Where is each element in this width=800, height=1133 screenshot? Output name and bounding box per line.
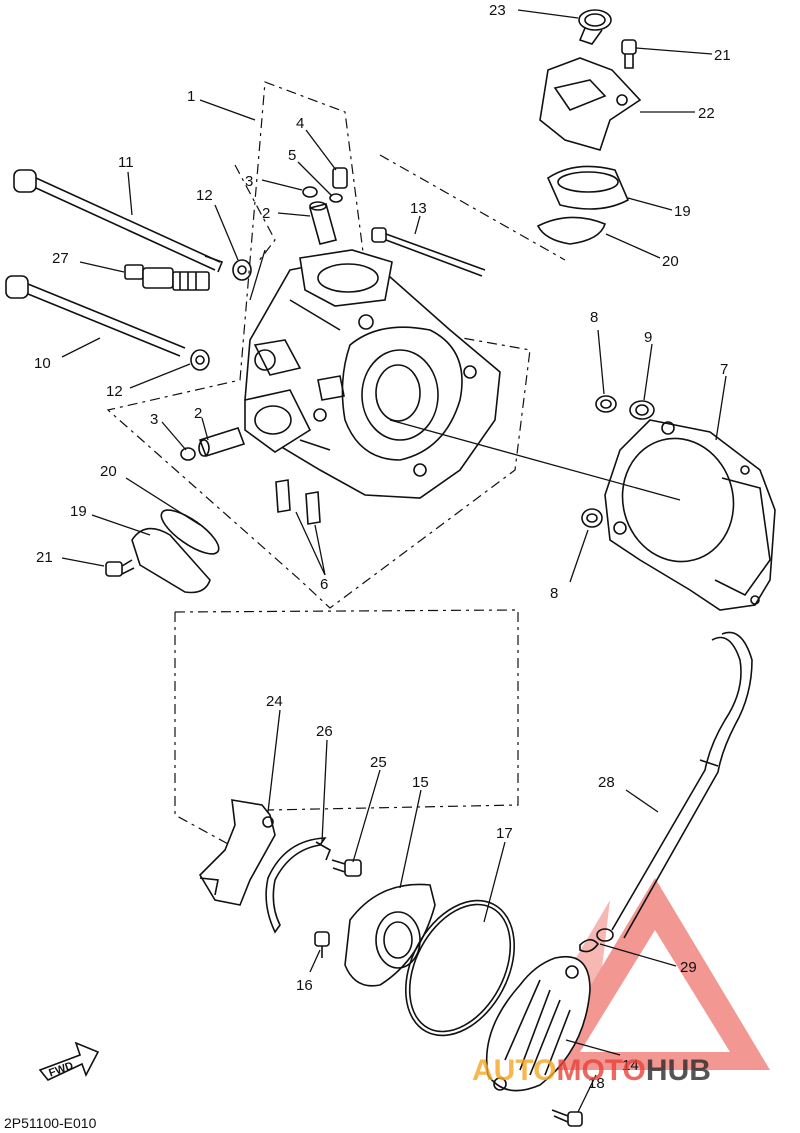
callout-23: 23 — [489, 2, 506, 19]
callout-17: 17 — [496, 825, 513, 842]
callout-4: 4 — [296, 115, 304, 132]
callout-14: 14 — [622, 1057, 639, 1074]
callout-25: 25 — [370, 754, 387, 771]
callout-8-lower: 8 — [550, 585, 558, 602]
callout-1: 1 — [187, 88, 195, 105]
callout-22: 22 — [698, 105, 715, 122]
leader-lines — [61, 9, 727, 1113]
callout-3-lower: 3 — [150, 411, 158, 428]
washer-part-12-upper — [232, 259, 252, 281]
cover-part-14 — [485, 956, 591, 1092]
cylinder-head — [244, 249, 501, 499]
dowel-part-2-upper — [309, 201, 337, 245]
hose-clamp-part-23 — [578, 9, 612, 45]
callout-12-upper: 12 — [196, 187, 213, 204]
stud-bolts-part-6 — [275, 479, 321, 525]
diagram-code: 2P51100-E010 — [4, 1115, 97, 1131]
callout-21-lower: 21 — [36, 549, 53, 566]
head-gasket-part-7 — [604, 419, 776, 611]
callout-27: 27 — [52, 250, 69, 267]
cam-cover-plate-part-15 — [344, 883, 436, 987]
callout-24: 24 — [266, 693, 283, 710]
callout-19-lower: 19 — [70, 503, 87, 520]
fwd-label: FWD — [47, 1060, 75, 1080]
callout-21-top: 21 — [714, 47, 731, 64]
dowel-pin-part-8-lower — [581, 508, 603, 528]
cover-part-19-lower — [131, 527, 211, 594]
callout-5: 5 — [288, 147, 296, 164]
callout-13: 13 — [410, 200, 427, 217]
washer-part-12-lower — [190, 349, 210, 371]
callout-8-upper: 8 — [590, 309, 598, 326]
long-bolt-part-10 — [5, 275, 186, 357]
group-boundary-lines — [106, 81, 566, 846]
clip-part-29 — [579, 928, 614, 953]
spark-plug-part-27 — [124, 264, 210, 291]
callout-28: 28 — [598, 774, 615, 791]
callout-7: 7 — [720, 361, 728, 378]
ring-part-3-upper — [302, 186, 318, 198]
breather-hose-part-28 — [611, 631, 753, 939]
watermark-logo — [540, 878, 770, 1070]
callout-12-lower: 12 — [106, 383, 123, 400]
svg-text:AUTOMOTOHUB: AUTOMOTOHUB — [472, 1054, 711, 1087]
callout-19-top: 19 — [674, 203, 691, 220]
o-ring-part-17 — [404, 899, 516, 1037]
dowel-pin-part-8-upper — [595, 395, 617, 413]
watermark-auto: AUTO — [472, 1054, 556, 1087]
callout-3-upper: 3 — [245, 173, 253, 190]
bracket-part-26 — [265, 837, 332, 934]
bolt-part-16 — [314, 931, 330, 958]
callout-26: 26 — [316, 723, 333, 740]
callout-20-top: 20 — [662, 253, 679, 270]
part-callouts: 23 21 22 19 20 1 4 5 3 2 11 12 13 27 10 … — [34, 2, 731, 1092]
cover-part-19-top — [546, 165, 630, 210]
washer-part-5 — [329, 193, 343, 203]
bolt-part-4 — [332, 167, 348, 189]
o-ring-part-9 — [629, 400, 655, 420]
callout-16: 16 — [296, 977, 313, 994]
callout-6: 6 — [320, 576, 328, 593]
bracket-part-24 — [198, 799, 276, 906]
bolt-part-13 — [371, 227, 486, 277]
callout-9: 9 — [644, 329, 652, 346]
gasket-part-20-lower — [160, 509, 220, 555]
bolt-part-21-top — [621, 39, 637, 69]
bolt-part-18 — [551, 1109, 583, 1127]
callout-29: 29 — [680, 959, 697, 976]
watermark-text: AUTOMOTOHUB — [472, 1054, 711, 1087]
long-bolt-part-11 — [13, 169, 224, 273]
callout-10: 10 — [34, 355, 51, 372]
dowel-part-2-lower — [198, 427, 246, 457]
gasket-part-20-top — [536, 216, 606, 245]
callout-11: 11 — [118, 154, 134, 171]
watermark-hub: HUB — [646, 1054, 711, 1087]
bolt-part-21-lower — [105, 559, 135, 577]
bolt-part-25 — [331, 859, 362, 877]
callout-2-lower: 2 — [194, 405, 202, 422]
callout-20-lower: 20 — [100, 463, 117, 480]
callout-2-upper: 2 — [262, 205, 270, 222]
callout-18: 18 — [588, 1075, 605, 1092]
forward-arrow-icon: FWD — [38, 1041, 100, 1081]
watermark-moto: MOTO — [556, 1054, 645, 1087]
bracket-part-22 — [539, 57, 642, 151]
ring-part-3-lower — [180, 447, 196, 461]
callout-15: 15 — [412, 774, 429, 791]
